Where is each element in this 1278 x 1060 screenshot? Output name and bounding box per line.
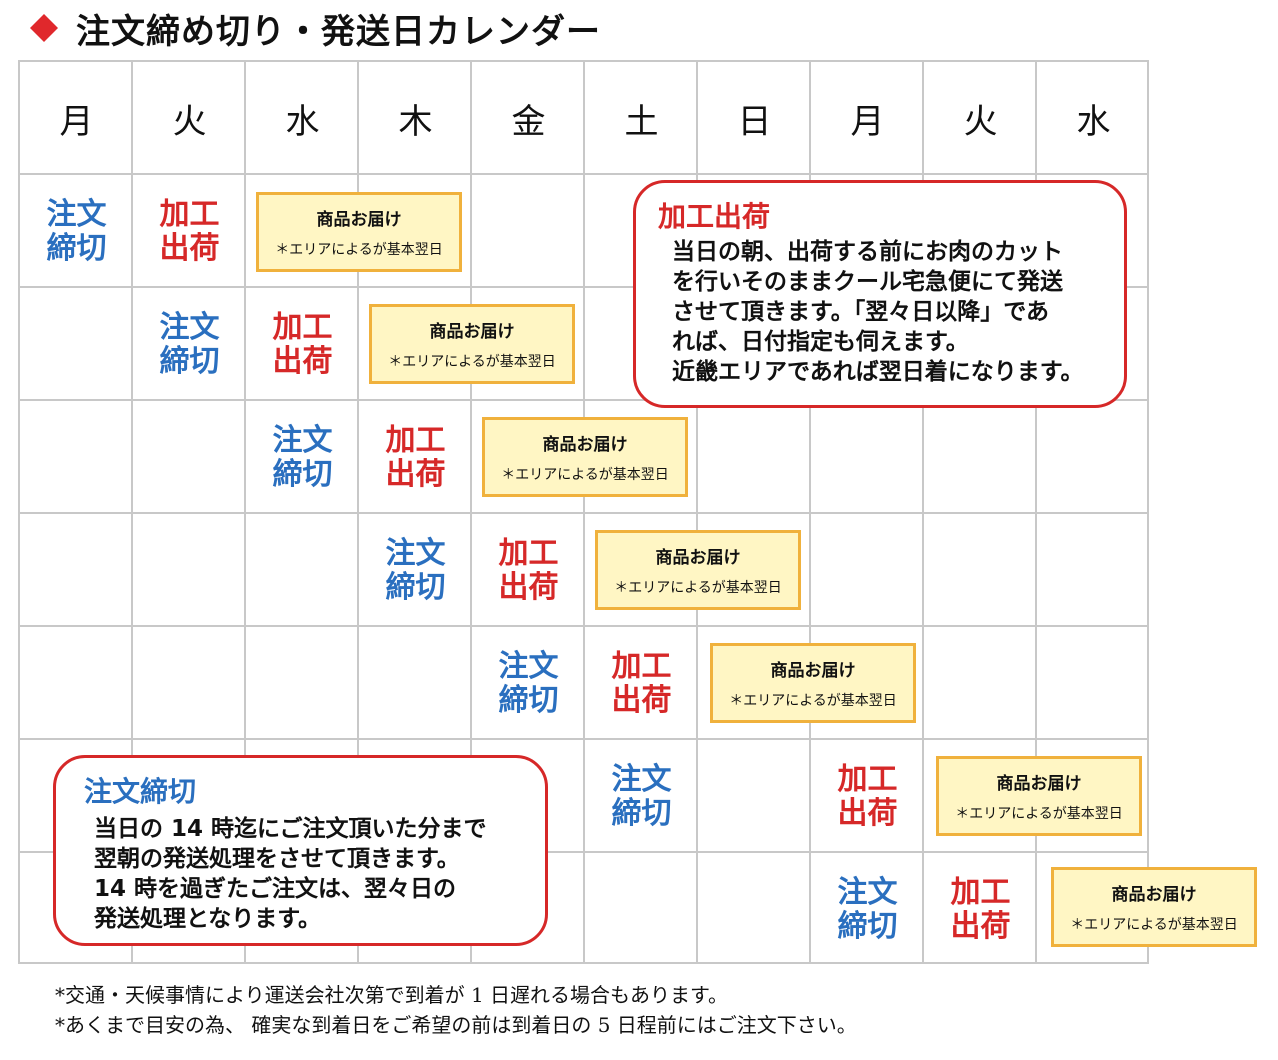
order-deadline-mark: 注文締切 <box>611 761 672 831</box>
process-ship-mark: 加工出荷 <box>611 648 672 718</box>
process-ship-mark: 加工出荷 <box>837 761 898 831</box>
red-diamond-icon <box>30 14 58 42</box>
page-title-text: 注文締め切り・発送日カレンダー <box>76 11 601 52</box>
delivery-box: 商品お届け＊エリアによるが基本翌日 <box>595 530 801 610</box>
day-header: 木 <box>398 102 433 142</box>
day-header: 日 <box>737 102 772 142</box>
delivery-box: 商品お届け＊エリアによるが基本翌日 <box>936 756 1142 836</box>
day-header: 月 <box>850 102 885 142</box>
day-header: 火 <box>172 102 207 142</box>
order-deadline-mark: 注文締切 <box>385 535 446 605</box>
order-deadline-mark: 注文締切 <box>498 648 559 718</box>
process-ship-mark: 加工出荷 <box>159 196 220 266</box>
footer-note: *あくまで目安の為、 確実な到着日をご希望の前は到着日の 5 日程前にはご注文下… <box>55 1013 857 1037</box>
order-deadline-note: 注文締切 当日の 14 時迄にご注文頂いた分まで 翌朝の発送処理をさせて頂きます… <box>53 755 548 946</box>
process-ship-mark: 加工出荷 <box>385 422 446 492</box>
day-header: 火 <box>963 102 998 142</box>
shipping-note: 加工出荷 当日の朝、出荷する前にお肉のカット を行いそのままクール宅急便にて発送… <box>633 180 1127 408</box>
order-deadline-mark: 注文締切 <box>837 874 898 944</box>
delivery-box: 商品お届け＊エリアによるが基本翌日 <box>369 304 575 384</box>
process-ship-mark: 加工出荷 <box>498 535 559 605</box>
order-deadline-mark: 注文締切 <box>159 309 220 379</box>
footer-note: *交通・天候事情により運送会社次第で到着が 1 日遅れる場合もあります。 <box>55 983 729 1007</box>
footer-notes: *交通・天候事情により運送会社次第で到着が 1 日遅れる場合もあります。 *あく… <box>55 980 857 1040</box>
calendar-grid: 月 火 水 木 金 土 日 月 火 水 注文締切 加工出荷 商品お届け＊エリアに… <box>18 60 1149 964</box>
order-note-title: 注文締切 <box>84 775 197 808</box>
delivery-box: 商品お届け＊エリアによるが基本翌日 <box>1051 867 1257 947</box>
day-header: 月 <box>59 102 94 142</box>
day-header: 水 <box>285 102 320 142</box>
delivery-box: 商品お届け＊エリアによるが基本翌日 <box>710 643 916 723</box>
shipping-note-title: 加工出荷 <box>658 200 771 233</box>
day-header: 金 <box>511 102 546 142</box>
day-header: 水 <box>1076 102 1111 142</box>
order-deadline-mark: 注文締切 <box>46 196 107 266</box>
shipping-note-body: 当日の朝、出荷する前にお肉のカット を行いそのままクール宅急便にて発送 させて頂… <box>672 239 1084 385</box>
order-note-body: 当日の 14 時迄にご注文頂いた分まで 翌朝の発送処理をさせて頂きます。 14 … <box>94 816 487 932</box>
process-ship-mark: 加工出荷 <box>272 309 333 379</box>
order-deadline-mark: 注文締切 <box>272 422 333 492</box>
process-ship-mark: 加工出荷 <box>950 874 1011 944</box>
page-title: 注文締め切り・発送日カレンダー <box>28 4 601 52</box>
delivery-box: 商品お届け＊エリアによるが基本翌日 <box>256 192 462 272</box>
day-header: 土 <box>624 102 659 142</box>
delivery-box: 商品お届け＊エリアによるが基本翌日 <box>482 417 688 497</box>
